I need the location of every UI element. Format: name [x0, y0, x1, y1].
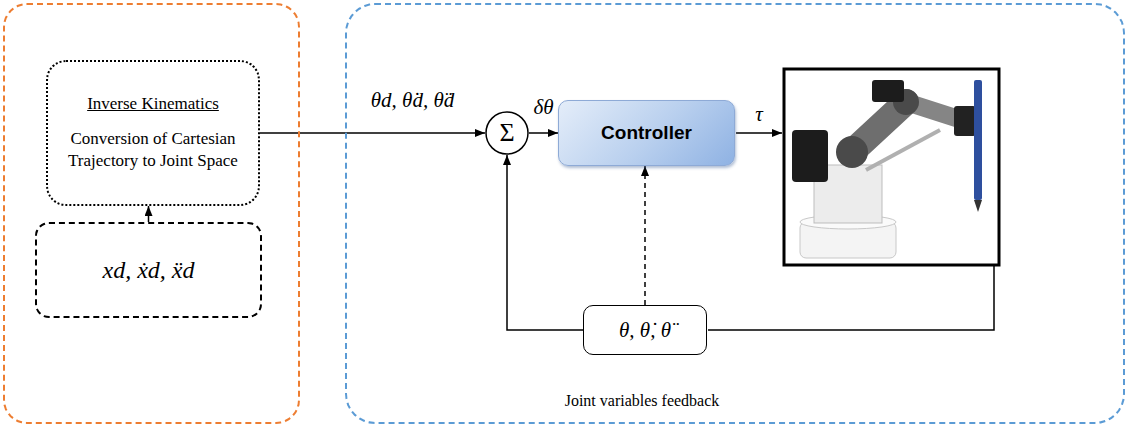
node-text: Σ — [499, 120, 514, 146]
connector — [260, 132, 485, 134]
signal-label: τ — [753, 102, 765, 126]
control-loop-region: Joint variables feedback Σ Controller θ, θ̇… — [345, 3, 1125, 424]
robot-motor — [872, 80, 904, 102]
connector — [507, 155, 583, 330]
signal-label: θd, θ̇d, θ̈d — [369, 88, 456, 112]
pen-tip — [974, 200, 982, 212]
torque-arrow — [736, 132, 782, 134]
connector — [529, 132, 558, 134]
feedback-wire — [708, 266, 994, 330]
node-text: Conversion of Cartesian Trajectory to Jo… — [60, 128, 246, 172]
edge-label-holder: θd, θ̇d, θ̈d — [369, 88, 456, 113]
signal-label: δθ — [531, 95, 555, 119]
node-text: Inverse Kinematics — [87, 94, 219, 114]
input-box: xd, ẋd, ẍd — [35, 222, 262, 318]
node-text: θ, θ̇, θ̈ — [619, 318, 671, 343]
node-text: Controller — [601, 122, 692, 144]
input-region: Inverse KinematicsConversion of Cartesia… — [3, 3, 300, 424]
connector — [148, 206, 150, 222]
robot-link — [866, 130, 940, 170]
node-text: Joint variables feedback — [492, 392, 792, 410]
label-holder: τ — [753, 102, 765, 127]
connector — [644, 166, 646, 305]
controller-box: Controller — [558, 100, 735, 166]
feedback-box: θ, θ̇, θ̈ — [583, 305, 707, 355]
pen-holder — [954, 106, 976, 136]
node-text: xd, ẋd, ẍd — [103, 257, 195, 284]
robot-frame — [784, 69, 999, 265]
process-box: Inverse KinematicsConversion of Cartesia… — [46, 60, 260, 206]
robot-illustration — [792, 80, 982, 258]
robot-joint — [836, 136, 868, 168]
robot-motor — [792, 130, 828, 182]
pen — [974, 80, 982, 200]
summing-junction: Σ — [485, 111, 529, 155]
edge-label-holder: δθ — [531, 95, 555, 120]
summing-circle — [486, 112, 528, 154]
